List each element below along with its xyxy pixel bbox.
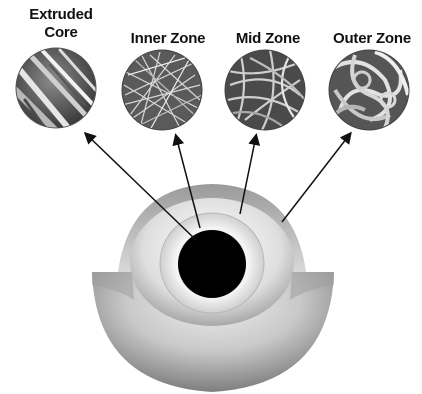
micrograph-outer-zone [329,50,409,130]
micrograph-mid-zone [225,50,305,130]
briquette-cross-section [92,184,334,392]
label-inner-zone: Inner Zone [122,30,214,48]
label-extruded-core: Extruded Core [16,6,106,42]
arrow-to-outer [282,134,350,222]
label-mid-zone: Mid Zone [228,30,308,48]
micrograph-extruded-core [15,48,100,135]
micrograph-inner-zone [122,50,202,130]
label-outer-zone: Outer Zone [326,30,418,48]
core-hole [178,230,246,298]
